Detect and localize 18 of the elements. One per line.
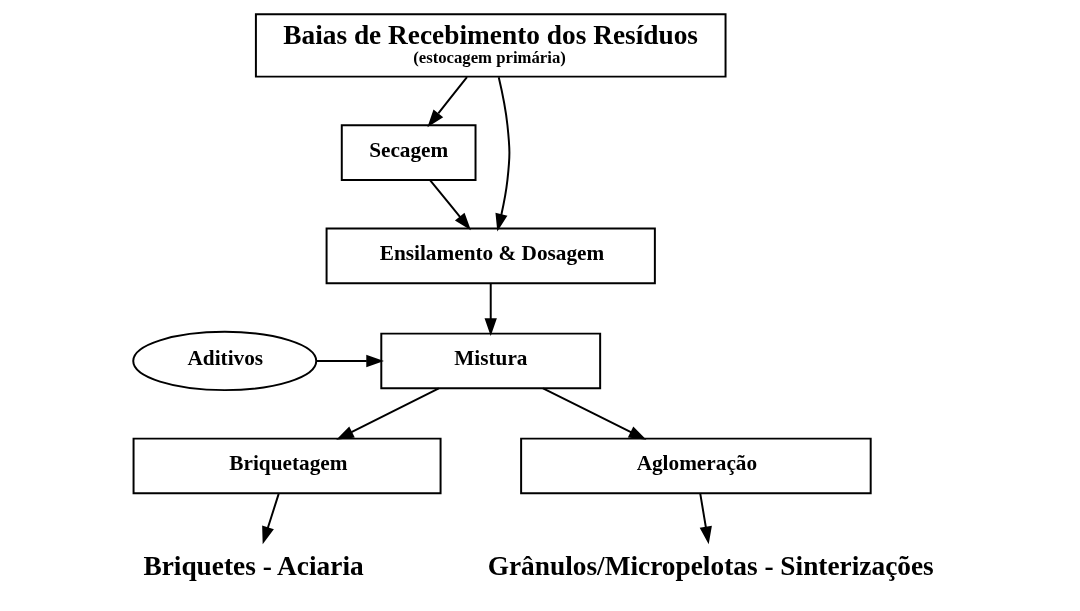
node-ellipse: Aditivos [131,330,317,392]
arrow [314,354,384,368]
arrow [335,387,440,440]
arrow [426,76,468,128]
arrow [698,492,712,545]
node-box: Ensilamento & Dosagem [325,227,656,285]
arrow [428,179,471,231]
arrow [541,387,646,440]
node-box: Baias de Recebimento dos Resíduos (estocagem primária) [254,13,727,78]
node-box: Briquetagem [132,437,442,495]
node-text: Briquetes - Aciaria [142,550,364,581]
node-box: Secagem [340,124,476,181]
arrow [484,282,497,336]
node-text: Grânulos/Micropelotas - Sinterizações [487,550,934,581]
arrow [494,76,510,232]
arrow [261,492,280,545]
node-box: Aglomeração [519,437,872,495]
node-box: Mistura [379,332,601,390]
